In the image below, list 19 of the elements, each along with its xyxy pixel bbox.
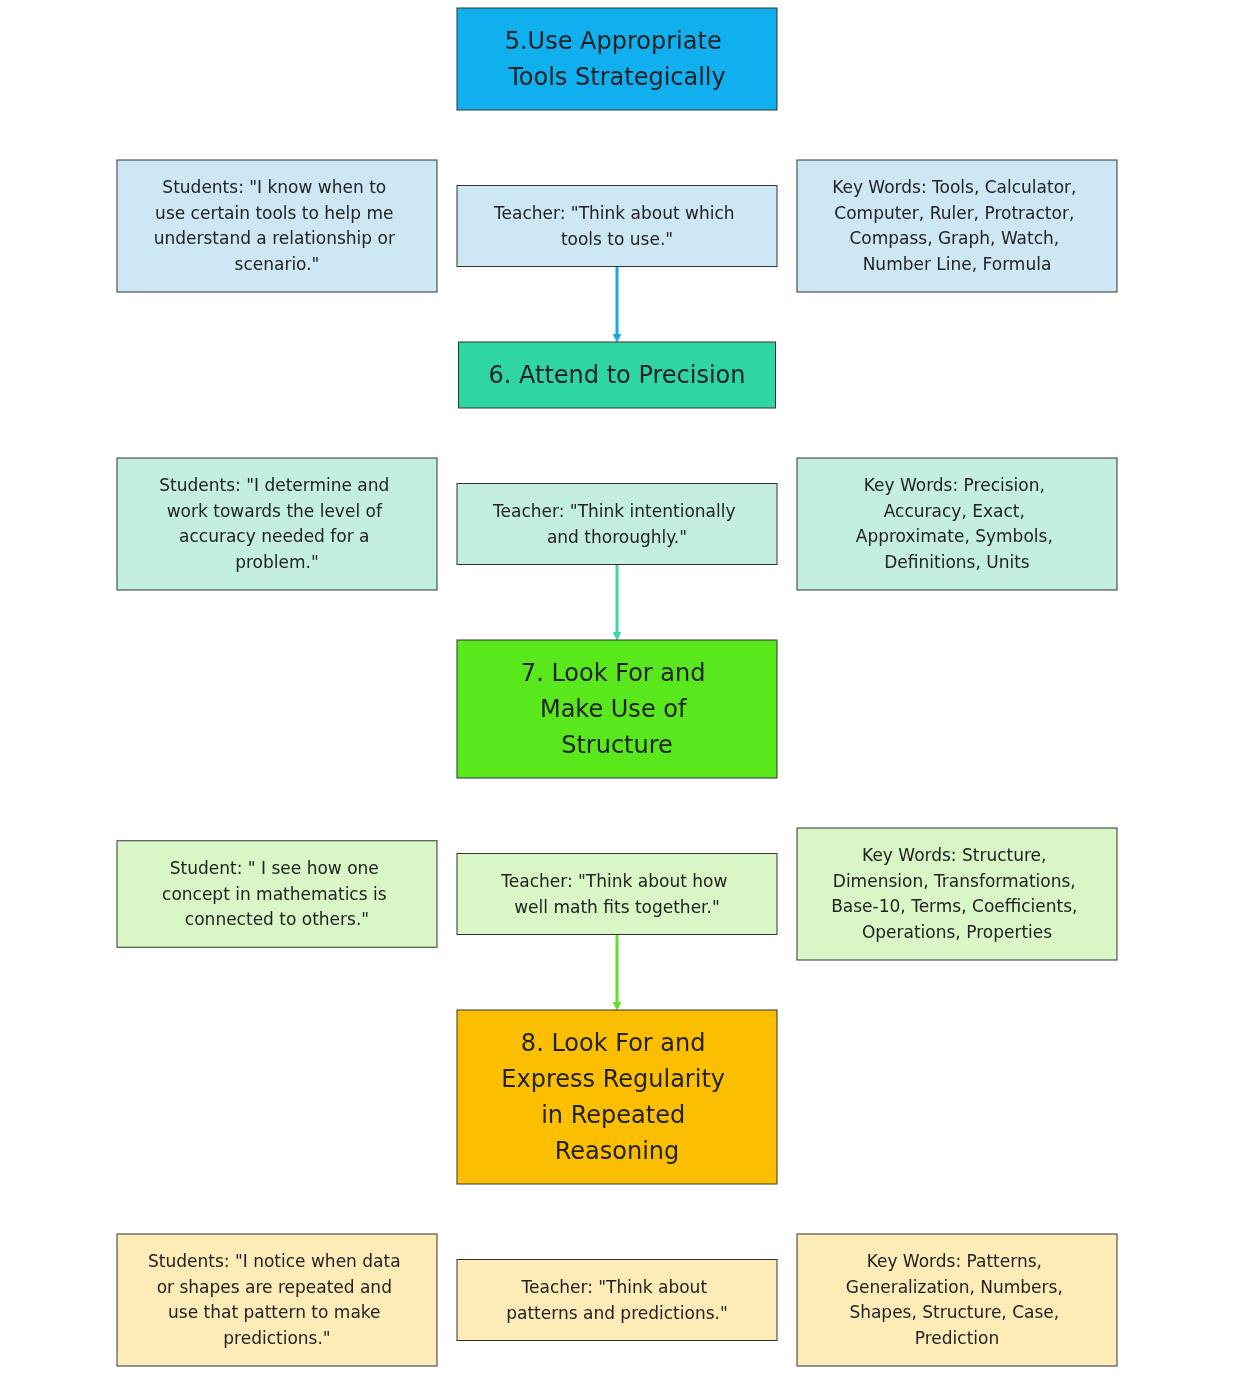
node-box: 5.Use Appropriate Tools Strategically — [456, 7, 777, 111]
node-box: Teacher: "Think about how well math fits together." — [456, 853, 777, 935]
arrow — [612, 266, 621, 343]
node-box: Teacher: "Think intentionally and thoroughly." — [456, 483, 777, 565]
node-box: Teacher: "Think about which tools to use." — [456, 185, 777, 267]
arrow — [612, 564, 621, 641]
node-box: Students: "I determine and work towards the level of accuracy needed for a problem." — [116, 457, 437, 591]
node-box: Student: " I see how one concept in mathematics is connected to others." — [116, 840, 437, 948]
node-box: Key Words: Tools, Calculator, Computer, Ruler, Protractor, Compass, Graph, Watch, Number Line, Formula — [796, 159, 1117, 293]
node-box: Key Words: Structure, Dimension, Transformations, Base-10, Terms, Coefficients, Operations, Properties — [796, 827, 1117, 961]
node-box: 7. Look For and Make Use of Structure — [456, 639, 777, 779]
node-box: Key Words: Patterns, Generalization, Numbers, Shapes, Structure, Case, Prediction — [796, 1233, 1117, 1367]
arrow — [612, 934, 621, 1011]
node-box: 8. Look For and Express Regularity in Repeated Reasoning — [456, 1009, 777, 1185]
node-box: Teacher: "Think about patterns and predictions." — [456, 1259, 777, 1341]
node-box: Key Words: Precision, Accuracy, Exact, Approximate, Symbols, Definitions, Units — [796, 457, 1117, 591]
node-box: Students: "I know when to use certain tools to help me understand a relationship or scenario." — [116, 159, 437, 293]
node-box: 6. Attend to Precision — [457, 341, 776, 409]
node-box: Students: "I notice when data or shapes are repeated and use that pattern to make predictions." — [116, 1233, 437, 1367]
